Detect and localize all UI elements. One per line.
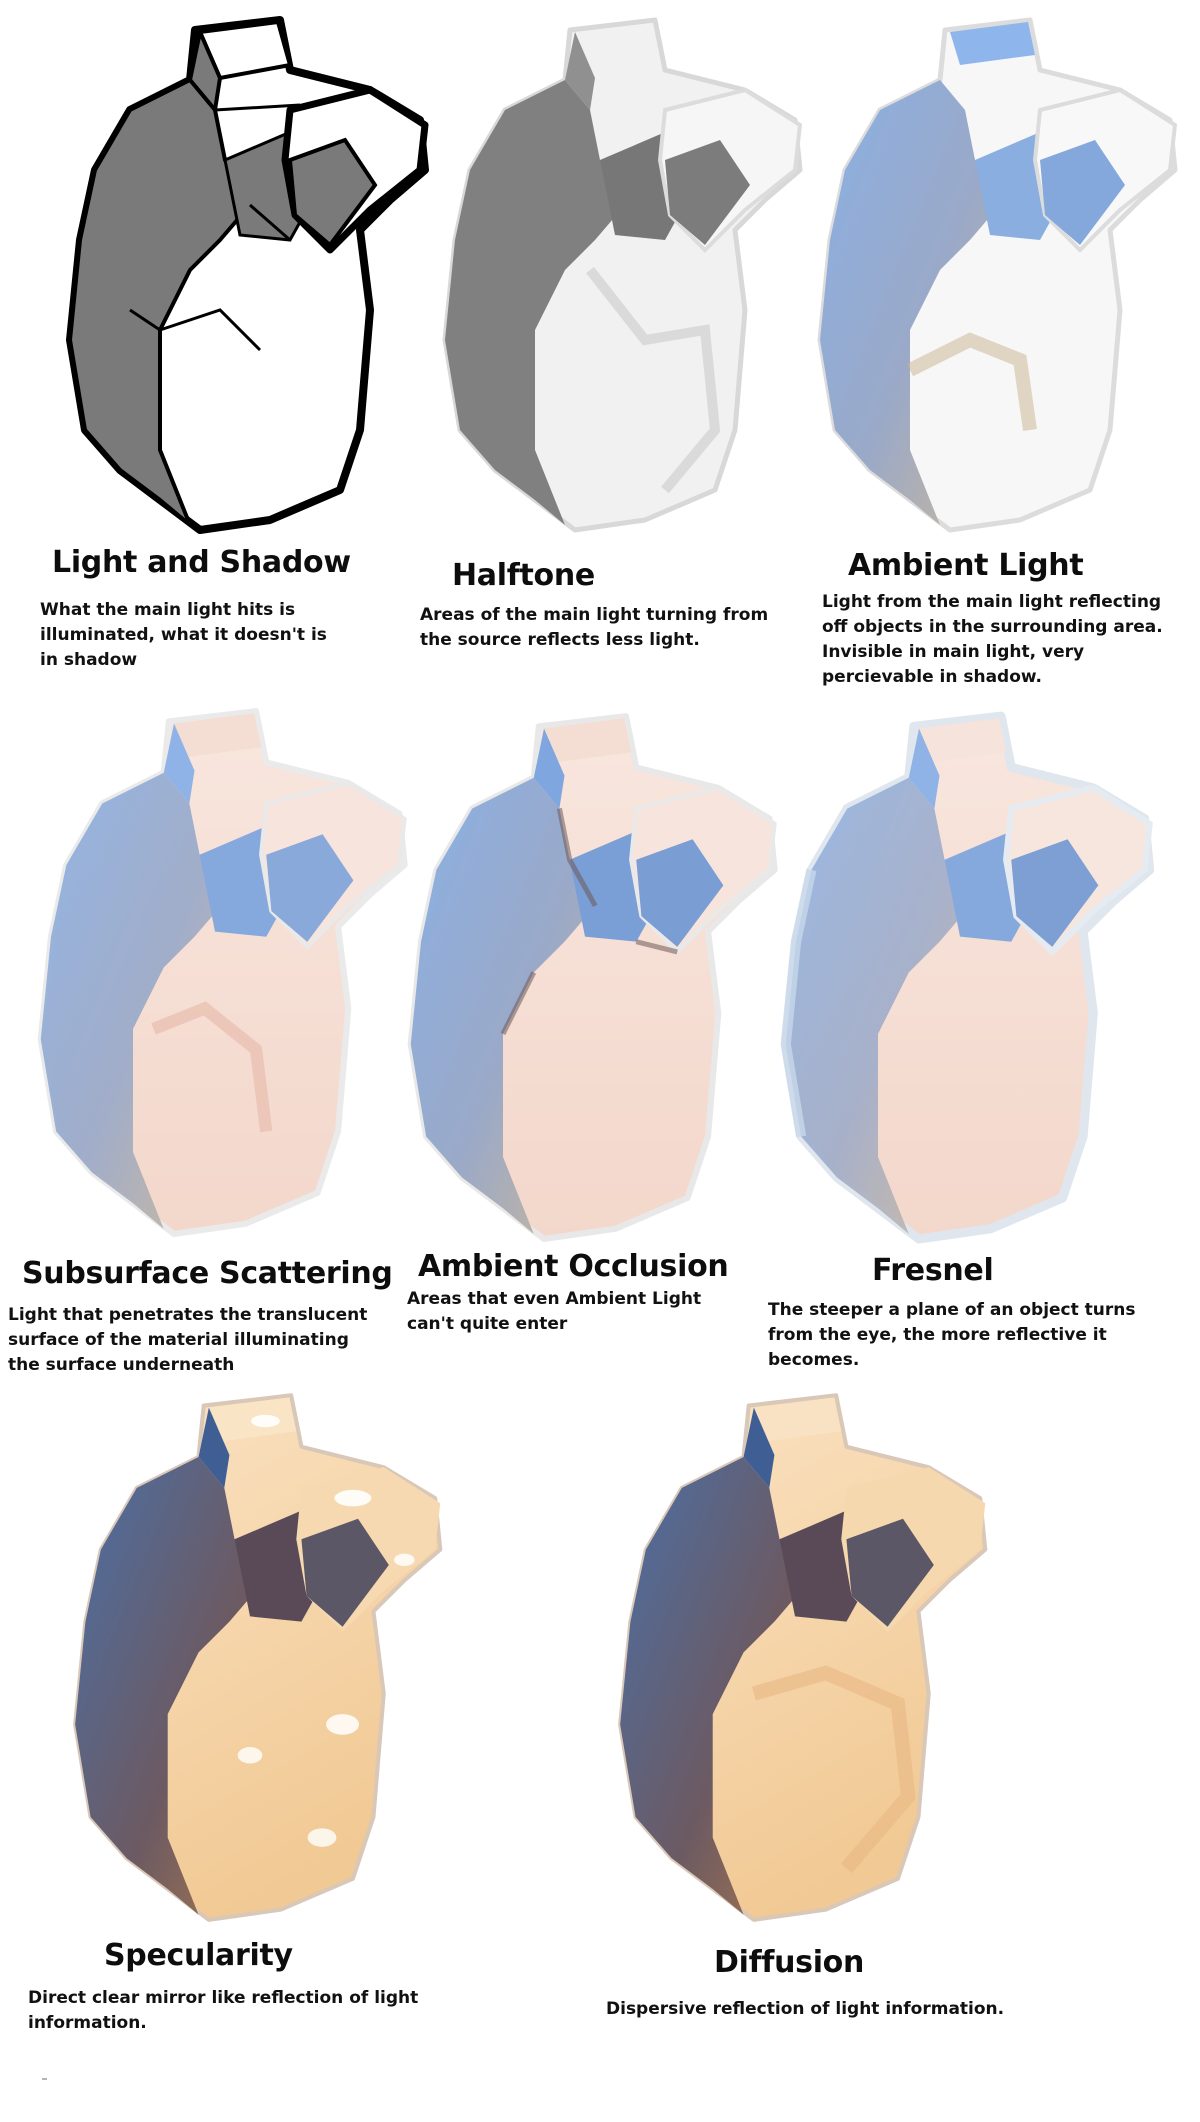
panel-description: Areas that even Ambient Light can't quit… <box>407 1289 702 1334</box>
torso-fresnel-illustration <box>780 711 1155 1244</box>
panel-title: Specularity <box>104 1938 293 1973</box>
torso-subsurface-scattering-illustration <box>37 708 408 1238</box>
panel-description: What the main light hits is illuminated,… <box>40 600 327 670</box>
torso-ambient-occlusion-illustration <box>407 713 778 1243</box>
stray-mark <box>42 2078 47 2080</box>
panel-title: Ambient Occlusion <box>418 1249 729 1284</box>
panel-title: Fresnel <box>872 1253 994 1288</box>
panel-title: Ambient Light <box>848 548 1084 583</box>
panel-description: Light that penetrates the translucent su… <box>8 1305 368 1375</box>
panel-description: Light from the main light reflecting off… <box>822 592 1163 687</box>
torso-halftone-illustration <box>442 17 803 533</box>
panel-title: Light and Shadow <box>52 545 351 580</box>
panel-title: Subsurface Scattering <box>22 1256 393 1291</box>
panel-description: Dispersive reflection of light informati… <box>606 1999 1005 2019</box>
panel-title: Diffusion <box>714 1945 865 1980</box>
torso-ambient-light-illustration <box>817 17 1178 533</box>
panel-description: Direct clear mirror like reflection of l… <box>28 1988 419 2033</box>
panel-description: Areas of the main light turning from the… <box>420 605 769 650</box>
panel-title: Halftone <box>452 558 595 593</box>
torso-line-art-illustration <box>66 16 429 534</box>
torso-specularity-illustration <box>73 1393 443 1922</box>
panel-description: The steeper a plane of an object turns f… <box>768 1300 1136 1370</box>
torso-diffusion-illustration <box>618 1393 988 1922</box>
